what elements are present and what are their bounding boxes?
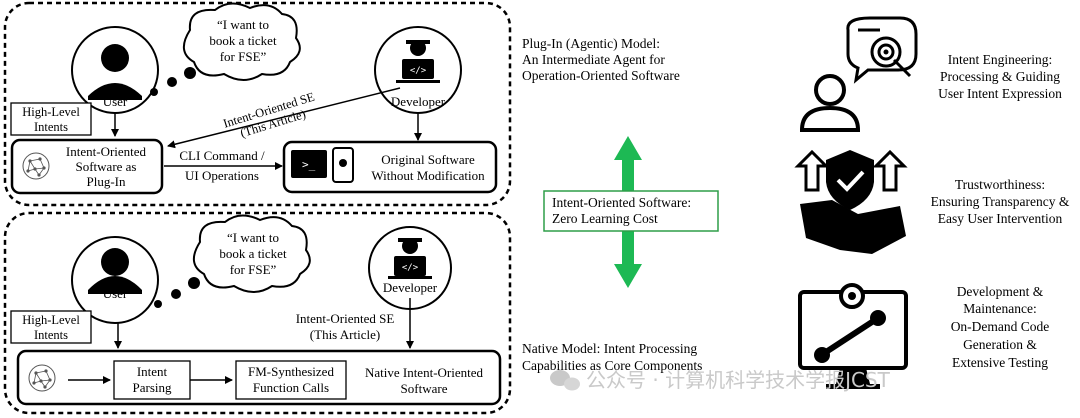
arrow-developer-to-plugin — [167, 87, 401, 149]
devmaint-line: Generation & — [963, 337, 1037, 352]
intent-se-label: Intent-Oriented SE (This Article) — [221, 90, 316, 141]
handshake-shield-icon — [794, 149, 908, 254]
zero-cost-line: Intent-Oriented Software: — [552, 195, 691, 210]
speech-line: for FSE” — [220, 49, 267, 64]
intent-parsing-box — [113, 360, 191, 400]
intent-eng-line: Processing & Guiding — [940, 69, 1060, 84]
thought-dot — [167, 77, 177, 87]
speech-line: for FSE” — [230, 262, 277, 277]
zero-cost-box — [543, 190, 719, 232]
intent-se-label: (This Article) — [310, 327, 380, 342]
speech-cloud — [183, 2, 301, 81]
original-software-box — [282, 140, 498, 194]
plugin-model-line: Plug-In (Agentic) Model: — [522, 36, 660, 51]
bottom-panel-border — [3, 211, 512, 415]
devmaint-line: On-Demand Code — [951, 319, 1050, 334]
thought-dot — [154, 300, 162, 308]
zero-cost-line: Zero Learning Cost — [552, 211, 658, 226]
high-level-label: High-Level — [22, 105, 80, 119]
original-line: Original Software — [381, 152, 475, 167]
svg-text:>_: >_ — [302, 158, 316, 171]
intent-parsing-line: Intent — [137, 364, 168, 379]
intent-se-label: Intent-Oriented SE — [296, 311, 395, 326]
speech-line: “I want to — [227, 230, 279, 245]
intent-eng-line: User Intent Expression — [938, 86, 1062, 101]
plugin-model-line: An Intermediate Agent for — [522, 52, 665, 67]
phone-icon — [332, 147, 354, 183]
speech-cloud — [193, 214, 311, 293]
speech-line: book a ticket — [219, 246, 287, 261]
intent-eng-line: Intent Engineering: — [948, 52, 1053, 67]
watermark-text: 公众号 · 计算机科学技术学报JCST — [586, 368, 891, 392]
developer-label: Developer — [383, 280, 438, 295]
thought-dot — [184, 67, 196, 79]
plugin-box-line: Intent-Oriented — [66, 144, 147, 159]
original-line: Without Modification — [371, 168, 485, 183]
cli-label: CLI Command / — [179, 148, 265, 163]
native-software-line: Software — [401, 381, 448, 396]
developer-icon: </> — [374, 26, 462, 114]
native-model-line: Capabilities as Core Components — [522, 358, 702, 373]
wechat-icon — [550, 370, 580, 391]
plugin-box-line: Software as — [75, 159, 136, 174]
devmaint-line: Extensive Testing — [952, 355, 1048, 370]
svg-text:</>: </> — [402, 263, 419, 273]
cli-label: UI Operations — [185, 168, 259, 183]
thought-dot — [150, 88, 158, 96]
high-level-intents-box — [10, 310, 92, 344]
user-label: User — [103, 94, 128, 109]
fm-calls-line: Function Calls — [253, 380, 329, 395]
trust-line: Ensuring Transparency & — [931, 194, 1070, 209]
trust-line: Easy User Intervention — [938, 211, 1063, 226]
user-icon — [71, 26, 159, 114]
top-panel-border — [3, 1, 512, 207]
devmaint-line: Maintenance: — [963, 301, 1036, 316]
speech-line: book a ticket — [209, 33, 277, 48]
intent-parsing-line: Parsing — [133, 380, 173, 395]
plugin-model-line: Operation-Oriented Software — [522, 68, 680, 83]
high-level-label: High-Level — [22, 313, 80, 327]
developer-icon: </> — [368, 226, 452, 310]
speech-line: “I want to — [217, 17, 269, 32]
high-level-label: Intents — [34, 328, 68, 342]
svg-text:</>: </> — [410, 66, 427, 76]
thought-dot — [171, 289, 181, 299]
high-level-label: Intents — [34, 120, 68, 134]
native-software-line: Native Intent-Oriented — [365, 365, 484, 380]
user-icon — [71, 236, 159, 324]
terminal-icon — [291, 150, 327, 178]
high-level-intents-box — [10, 102, 92, 136]
trust-line: Trustworthiness: — [955, 177, 1045, 192]
native-model-line: Native Model: Intent Processing — [522, 341, 697, 356]
plugin-software-box — [10, 138, 164, 195]
monitor-wrench-icon — [798, 283, 908, 389]
devmaint-line: Development & — [957, 284, 1044, 299]
fm-calls-box — [235, 360, 347, 400]
plugin-box-line: Plug-In — [87, 174, 127, 189]
fm-calls-line: FM-Synthesized — [248, 364, 334, 379]
user-label: User — [103, 286, 128, 301]
thought-dot — [188, 277, 200, 289]
developer-label: Developer — [391, 94, 446, 109]
intent-engineering-icon — [799, 16, 918, 132]
